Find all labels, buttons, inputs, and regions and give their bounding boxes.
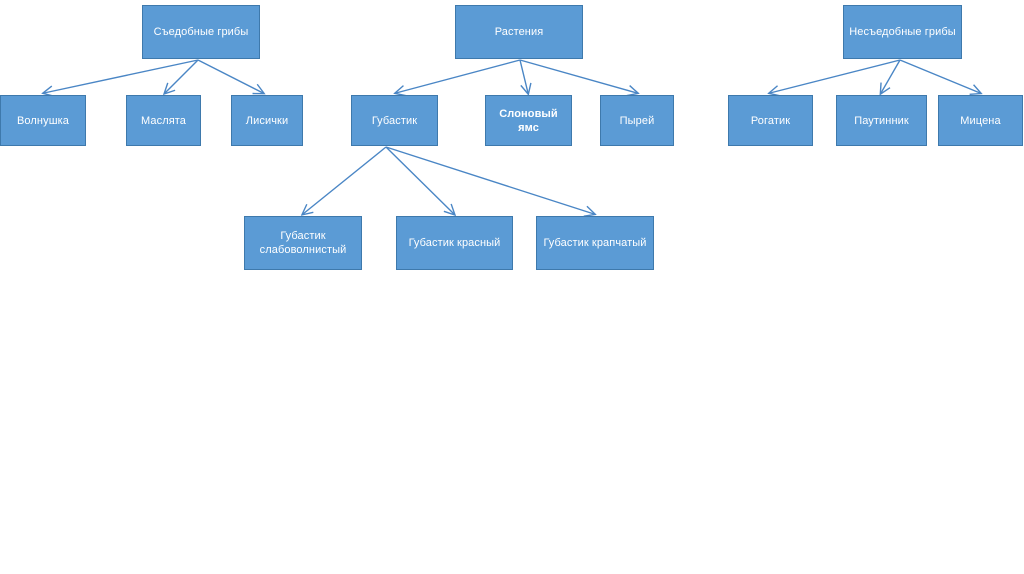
node-label: Мицена — [960, 114, 1001, 127]
edge-edible-volnushka — [44, 59, 199, 93]
node-label: Губастик крапчатый — [543, 237, 647, 249]
node-mitsena[interactable]: Мицена — [938, 95, 1023, 146]
edge-plants-gubastik — [396, 59, 521, 93]
node-lisichki[interactable]: Лисички — [231, 95, 303, 146]
node-label: Несъедобные грибы — [849, 26, 956, 38]
edge-gubastik-krasnyy — [385, 146, 454, 214]
edge-inedible-pautinnik — [881, 59, 901, 93]
node-slonovyy-yams[interactable]: Слоновый ямс — [485, 95, 572, 146]
edge-inedible-rogatik — [770, 59, 901, 93]
node-label: Съедобные грибы — [153, 26, 249, 38]
node-maslyata[interactable]: Маслята — [126, 95, 201, 146]
node-gubastik-krapchatyy[interactable]: Губастик крапчатый — [536, 216, 654, 270]
node-label: Растения — [494, 26, 544, 38]
node-label: Губастик слабоволнистый — [259, 230, 347, 256]
node-gubastik[interactable]: Губастик — [351, 95, 438, 146]
node-pautinnik[interactable]: Паутинник — [836, 95, 927, 146]
node-gubastik-krasnyy[interactable]: Губастик красный — [396, 216, 513, 270]
node-plants[interactable]: Растения — [455, 5, 583, 59]
node-volnushka[interactable]: Волнушка — [0, 95, 86, 146]
node-inedible-mushrooms[interactable]: Несъедобные грибы — [843, 5, 962, 59]
node-label: Лисички — [245, 114, 289, 127]
node-rogatik[interactable]: Рогатик — [728, 95, 813, 146]
edge-gubastik-krapchatyy — [385, 146, 594, 214]
node-edible-mushrooms[interactable]: Съедобные грибы — [142, 5, 260, 59]
node-label: Губастик красный — [408, 237, 501, 249]
edge-gubastik-slabovolnistyy — [303, 146, 387, 214]
edge-inedible-mitsena — [899, 59, 980, 93]
node-label: Слоновый ямс — [499, 107, 558, 134]
node-label: Волнушка — [16, 114, 69, 127]
edge-edible-maslyata — [165, 59, 199, 93]
edge-plants-yams — [519, 59, 528, 93]
node-label: Губастик — [371, 114, 418, 127]
node-gubastik-slabovolnistyy[interactable]: Губастик слабоволнистый — [244, 216, 362, 270]
edge-edible-lisichki — [197, 59, 263, 93]
node-label: Рогатик — [750, 114, 791, 127]
node-label: Паутинник — [854, 114, 909, 127]
edge-plants-pyrey — [519, 59, 637, 93]
node-pyrey[interactable]: Пырей — [600, 95, 674, 146]
node-label: Пырей — [619, 114, 655, 127]
node-label: Маслята — [140, 114, 186, 127]
